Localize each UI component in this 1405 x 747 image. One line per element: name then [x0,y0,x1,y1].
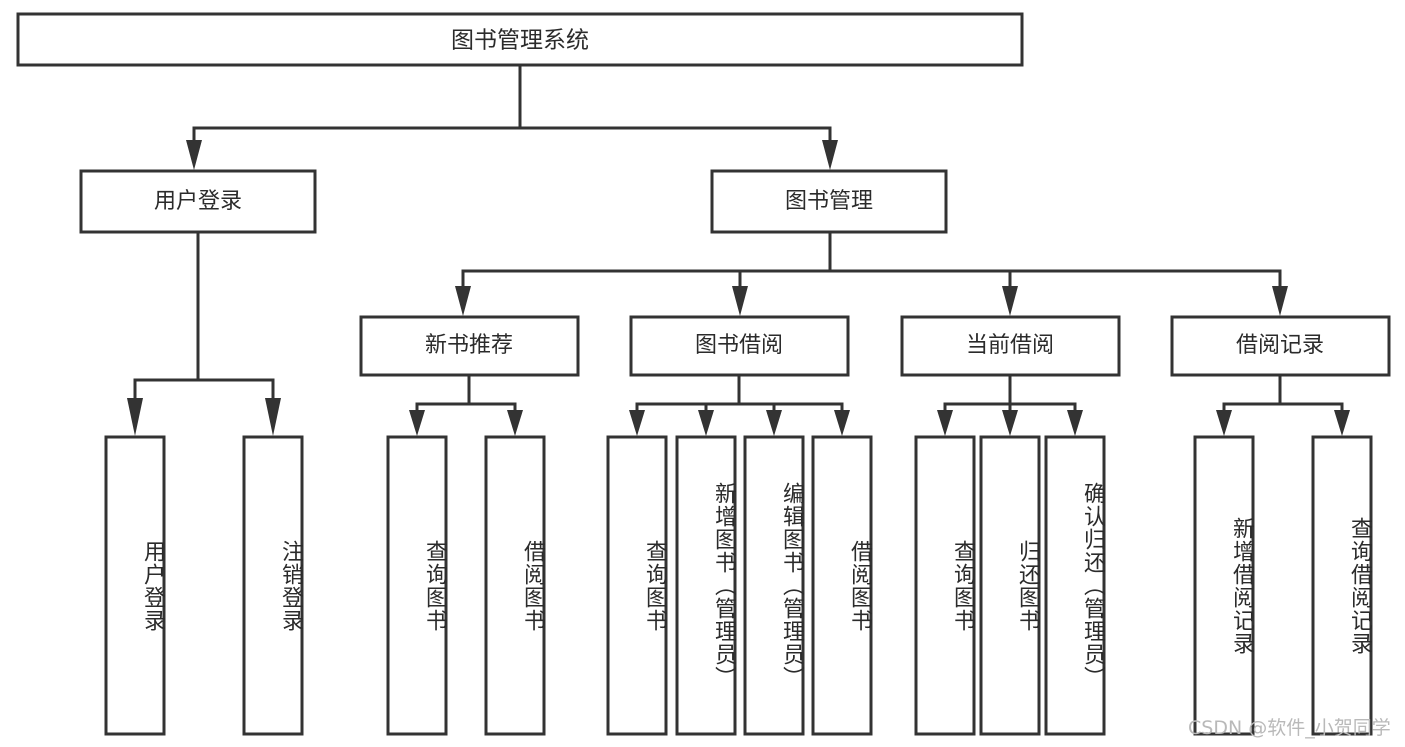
node-current-borrow[interactable]: 当前借阅 [900,315,1121,377]
csdn-watermark: CSDN @软件_小贺同学 [1188,717,1391,739]
node-current-borrow-label: 当前借阅 [966,333,1054,358]
leaf-box-query-book-2[interactable] [606,435,668,736]
leaf-box-query-borrow-record[interactable] [1311,435,1373,736]
node-borrow-record-label: 借阅记录 [1236,333,1324,358]
node-new-book-recommend[interactable]: 新书推荐 [359,315,580,377]
node-root-system[interactable]: 图书管理系统 [16,12,1024,67]
connector-userlogin-to-leaves [127,230,281,436]
leaf-box-query-book-3[interactable] [914,435,976,736]
node-book-borrow-label: 图书借阅 [695,333,783,358]
leaf-box-borrow-book-1[interactable] [484,435,546,736]
connector-bookmgmt-to-level3 [455,230,1288,316]
node-user-login-label: 用户登录 [154,189,242,214]
node-book-borrow[interactable]: 图书借阅 [629,315,850,377]
connector-newbook-to-leaves [409,373,523,436]
connector-root-to-level2 [186,63,838,170]
node-book-management-label: 图书管理 [785,189,873,214]
node-user-login[interactable]: 用户登录 [79,169,317,234]
leaf-box-borrow-book-2[interactable] [811,435,873,736]
connector-borrowrecord-to-leaves [1216,373,1350,436]
leaf-box-user-login[interactable] [104,435,166,736]
node-new-book-recommend-label: 新书推荐 [425,333,513,358]
leaf-box-add-borrow-record[interactable] [1193,435,1255,736]
leaf-box-confirm-return[interactable] [1044,435,1106,736]
node-book-management[interactable]: 图书管理 [710,169,948,234]
leaf-box-query-book-1[interactable] [386,435,448,736]
leaf-box-return-book[interactable] [979,435,1041,736]
connector-bookborrow-to-leaves [629,373,850,436]
leaf-box-logout-login[interactable] [242,435,304,736]
leaf-box-edit-book[interactable] [743,435,805,736]
node-root-system-label: 图书管理系统 [451,28,589,54]
connector-currentborrow-to-leaves [937,373,1083,436]
leaf-box-add-book[interactable] [675,435,737,736]
node-borrow-record[interactable]: 借阅记录 [1170,315,1391,377]
